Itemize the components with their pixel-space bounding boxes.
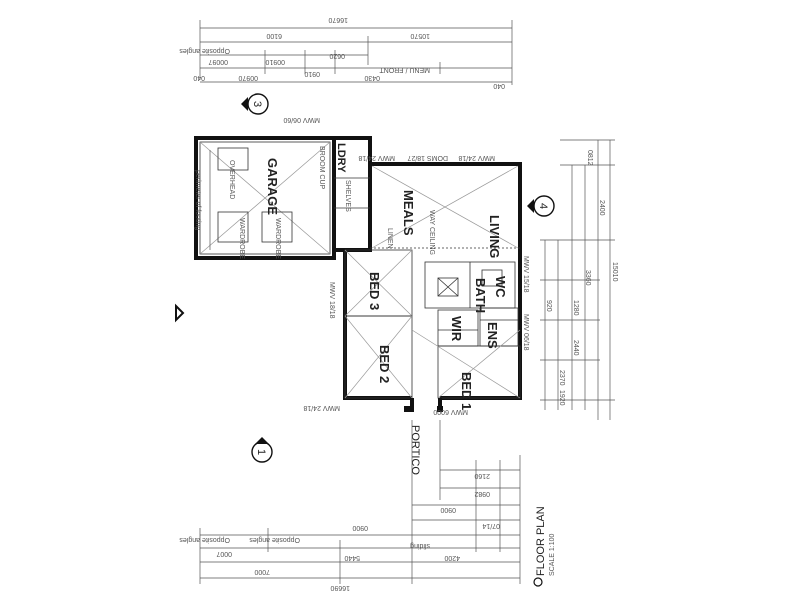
floor-plan-title: FLOOR PLAN bbox=[535, 506, 547, 576]
bed3-label: BED 3 bbox=[367, 272, 382, 310]
svg-text:MWV 15/18: MWV 15/18 bbox=[522, 256, 529, 293]
svg-text:1920: 1920 bbox=[558, 390, 565, 406]
svg-text:MWV 6000: MWV 6000 bbox=[433, 408, 468, 415]
svg-text:Opposite angles: Opposite angles bbox=[179, 536, 230, 543]
dim-top-overall: 16670 bbox=[328, 16, 348, 23]
svg-text:perimeter of footing: perimeter of footing bbox=[194, 170, 201, 230]
section-marker-1: 1 bbox=[251, 437, 273, 463]
svg-text:00970: 00970 bbox=[238, 74, 258, 81]
svg-text:BROOM CUP: BROOM CUP bbox=[318, 146, 325, 190]
svg-text:WAY CEILING: WAY CEILING bbox=[428, 210, 435, 255]
bed-1: BED 1 bbox=[411, 329, 521, 410]
svg-text:OVERHEAD: OVERHEAD bbox=[228, 160, 235, 199]
svg-text:2440: 2440 bbox=[572, 340, 579, 356]
svg-text:MWV 24/18: MWV 24/18 bbox=[358, 154, 395, 161]
dim-left-overall: 16690 bbox=[330, 584, 350, 591]
title-block: FLOOR PLAN SCALE 1:100 bbox=[533, 506, 556, 587]
svg-text:07/14: 07/14 bbox=[482, 522, 500, 529]
svg-text:MWV 24/18: MWV 24/18 bbox=[458, 154, 495, 161]
laundry-label: LDRY bbox=[335, 143, 347, 173]
svg-text:00910: 00910 bbox=[265, 58, 285, 65]
garage: OVERHEAD WARDROBE WARDROBE perimeter of … bbox=[194, 136, 336, 260]
svg-text:0430: 0430 bbox=[364, 74, 380, 81]
svg-text:SHELVES: SHELVES bbox=[344, 180, 351, 212]
svg-text:WARDROBE: WARDROBE bbox=[274, 218, 281, 259]
svg-text:0982: 0982 bbox=[474, 490, 490, 497]
svg-text:2370: 2370 bbox=[558, 370, 565, 386]
marker-4-label: 4 bbox=[537, 203, 549, 209]
bath-wc-area: BATH WC bbox=[424, 261, 516, 313]
marker-3-label: 3 bbox=[251, 101, 263, 107]
svg-text:MWV 06/60: MWV 06/60 bbox=[283, 116, 320, 123]
dim-top-a: 6100 bbox=[266, 32, 282, 39]
window-annotations: MWV 06/60 MWV 24/18 DOMS 18/27 MWV 24/18… bbox=[283, 116, 529, 415]
section-marker-left bbox=[175, 303, 185, 323]
marker-1-label: 1 bbox=[255, 449, 267, 455]
dim-right-a: 2400 bbox=[598, 200, 605, 216]
svg-text:1280: 1280 bbox=[572, 300, 579, 316]
svg-text:sliding: sliding bbox=[410, 542, 430, 549]
svg-text:0007: 0007 bbox=[216, 550, 232, 557]
svg-text:2160: 2160 bbox=[474, 472, 490, 479]
svg-text:WARDROBE: WARDROBE bbox=[238, 218, 245, 259]
svg-text:00097: 00097 bbox=[208, 58, 228, 65]
svg-text:0910: 0910 bbox=[304, 70, 320, 77]
dim-bottom-b: 5440 bbox=[344, 554, 360, 561]
svg-text:Opposite angles: Opposite angles bbox=[249, 536, 300, 543]
svg-text:MWV 24/18: MWV 24/18 bbox=[303, 404, 340, 411]
svg-text:Opposite angles: Opposite angles bbox=[179, 47, 230, 54]
top-dimension-strings: 16670 6100 10570 Opposite angles 00097 0… bbox=[179, 16, 513, 89]
svg-text:MWV 06/18: MWV 06/18 bbox=[522, 314, 529, 351]
svg-text:LINEN: LINEN bbox=[386, 228, 393, 249]
floor-plan-scale: SCALE 1:100 bbox=[549, 533, 556, 576]
svg-text:040: 040 bbox=[193, 74, 205, 81]
bath-label: BATH bbox=[473, 278, 488, 313]
portico-label: PORTICO bbox=[409, 425, 421, 475]
right-dimension-strings: 15010 2400 3360 1280 2440 2370 1920 920 … bbox=[540, 139, 618, 420]
section-marker-3: 3 bbox=[241, 93, 269, 115]
dim-bottom-a: 7000 bbox=[254, 568, 270, 575]
bed2-label: BED 2 bbox=[377, 345, 392, 383]
bottom-dimension-strings: 7000 5440 4200 16690 Opposite angles Opp… bbox=[179, 455, 521, 591]
svg-text:0900: 0900 bbox=[352, 524, 368, 531]
bed-3: BED 3 bbox=[344, 249, 413, 317]
dim-right-overall: 15010 bbox=[611, 262, 618, 282]
svg-text:DOMS 18/27: DOMS 18/27 bbox=[407, 154, 448, 161]
ensuite: ENS bbox=[479, 307, 519, 349]
laundry: LDRY BROOM CUP SHELVES bbox=[318, 136, 372, 252]
svg-text:920: 920 bbox=[545, 300, 552, 312]
svg-text:0900: 0900 bbox=[440, 506, 456, 513]
living-label: LIVING bbox=[487, 215, 502, 258]
garage-label: GARAGE bbox=[265, 158, 280, 215]
meals-label: MEALS bbox=[401, 190, 416, 236]
bed1-label: BED 1 bbox=[459, 372, 474, 410]
meals-living-area: MEALS LIVING WAY CEILING LINEN bbox=[370, 165, 520, 258]
wc-label: WC bbox=[493, 276, 508, 298]
section-marker-4: 4 bbox=[527, 195, 555, 217]
svg-text:0812: 0812 bbox=[586, 150, 593, 166]
bed-2: BED 2 bbox=[344, 315, 413, 399]
svg-text:MWV 18/18: MWV 18/18 bbox=[328, 282, 335, 319]
portico: PORTICO bbox=[404, 398, 443, 500]
walk-in-robe: WIR bbox=[437, 309, 479, 347]
dim-bottom-c: 4200 bbox=[444, 554, 460, 561]
ens-label: ENS bbox=[485, 322, 500, 349]
wir-label: WIR bbox=[449, 316, 464, 342]
dim-right-b: 3360 bbox=[584, 270, 591, 286]
dim-top-b: 10570 bbox=[410, 32, 430, 39]
svg-text:0620: 0620 bbox=[329, 52, 345, 59]
svg-text:MENU / FRONT: MENU / FRONT bbox=[379, 66, 430, 73]
svg-text:040: 040 bbox=[493, 82, 505, 89]
